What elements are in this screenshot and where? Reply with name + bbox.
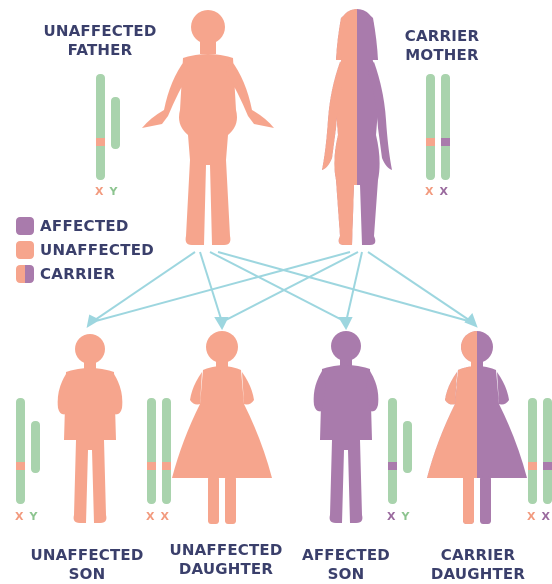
- child2-x1-letter: X: [146, 510, 156, 523]
- child2-label-line1: UNAFFECTED: [164, 541, 288, 560]
- mother-label-line2: MOTHER: [392, 46, 492, 65]
- mother-label-line1: CARRIER: [392, 27, 492, 46]
- affected-son-chromosomes: [388, 398, 412, 504]
- mother-figure: [322, 9, 392, 245]
- father-y-letter: Y: [109, 185, 119, 198]
- unaffected-son-figure: [58, 334, 123, 523]
- child2-label-line2: DAUGHTER: [164, 560, 288, 579]
- mother-x2-letter: X: [439, 185, 449, 198]
- inheritance-arrows: [88, 252, 476, 328]
- unaffected-daughter-chromosomes: [147, 398, 171, 504]
- carrier-daughter-label: CARRIER DAUGHTER: [420, 546, 536, 584]
- child1-y-letter: Y: [29, 510, 39, 523]
- legend-label-unaffected: UNAFFECTED: [40, 241, 154, 259]
- father-figure: [142, 10, 274, 245]
- unaffected-son-label: UNAFFECTED SON: [22, 546, 152, 584]
- child1-label-line1: UNAFFECTED: [22, 546, 152, 565]
- child4-x1-letter: X: [527, 510, 537, 523]
- affected-son-figure: [314, 331, 379, 523]
- child1-x-letter: X: [15, 510, 25, 523]
- child3-label-line1: AFFECTED: [293, 546, 399, 565]
- carrier-daughter-chromosomes: [528, 398, 552, 504]
- carrier-daughter-figure: [427, 331, 527, 524]
- father-label-line1: UNAFFECTED: [40, 22, 160, 41]
- unaffected-swatch: [16, 241, 34, 259]
- father-chromosomes: [96, 74, 120, 180]
- child3-label-line2: SON: [293, 565, 399, 584]
- mother-label: CARRIER MOTHER: [392, 27, 492, 65]
- child1-label-line2: SON: [22, 565, 152, 584]
- unaffected-daughter-label: UNAFFECTED DAUGHTER: [164, 541, 288, 579]
- father-label: UNAFFECTED FATHER: [40, 22, 160, 60]
- mother-chromosomes: [426, 74, 450, 180]
- affected-swatch: [16, 217, 34, 235]
- mother-x1-letter: X: [425, 185, 435, 198]
- legend-item-unaffected: UNAFFECTED: [16, 240, 154, 260]
- carrier-swatch: [16, 265, 34, 283]
- child3-y-letter: Y: [401, 510, 411, 523]
- child2-x2-letter: X: [160, 510, 170, 523]
- legend-label-carrier: CARRIER: [40, 265, 115, 283]
- affected-son-label: AFFECTED SON: [293, 546, 399, 584]
- child4-label-line1: CARRIER: [420, 546, 536, 565]
- child4-x2-letter: X: [541, 510, 551, 523]
- legend-item-affected: AFFECTED: [16, 216, 129, 236]
- unaffected-son-chromosomes: [16, 398, 40, 504]
- father-x-letter: X: [95, 185, 105, 198]
- unaffected-daughter-figure: [172, 331, 272, 524]
- legend-item-carrier: CARRIER: [16, 264, 115, 284]
- legend-label-affected: AFFECTED: [40, 217, 129, 235]
- child3-x-letter: X: [387, 510, 397, 523]
- child4-label-line2: DAUGHTER: [420, 565, 536, 584]
- father-label-line2: FATHER: [40, 41, 160, 60]
